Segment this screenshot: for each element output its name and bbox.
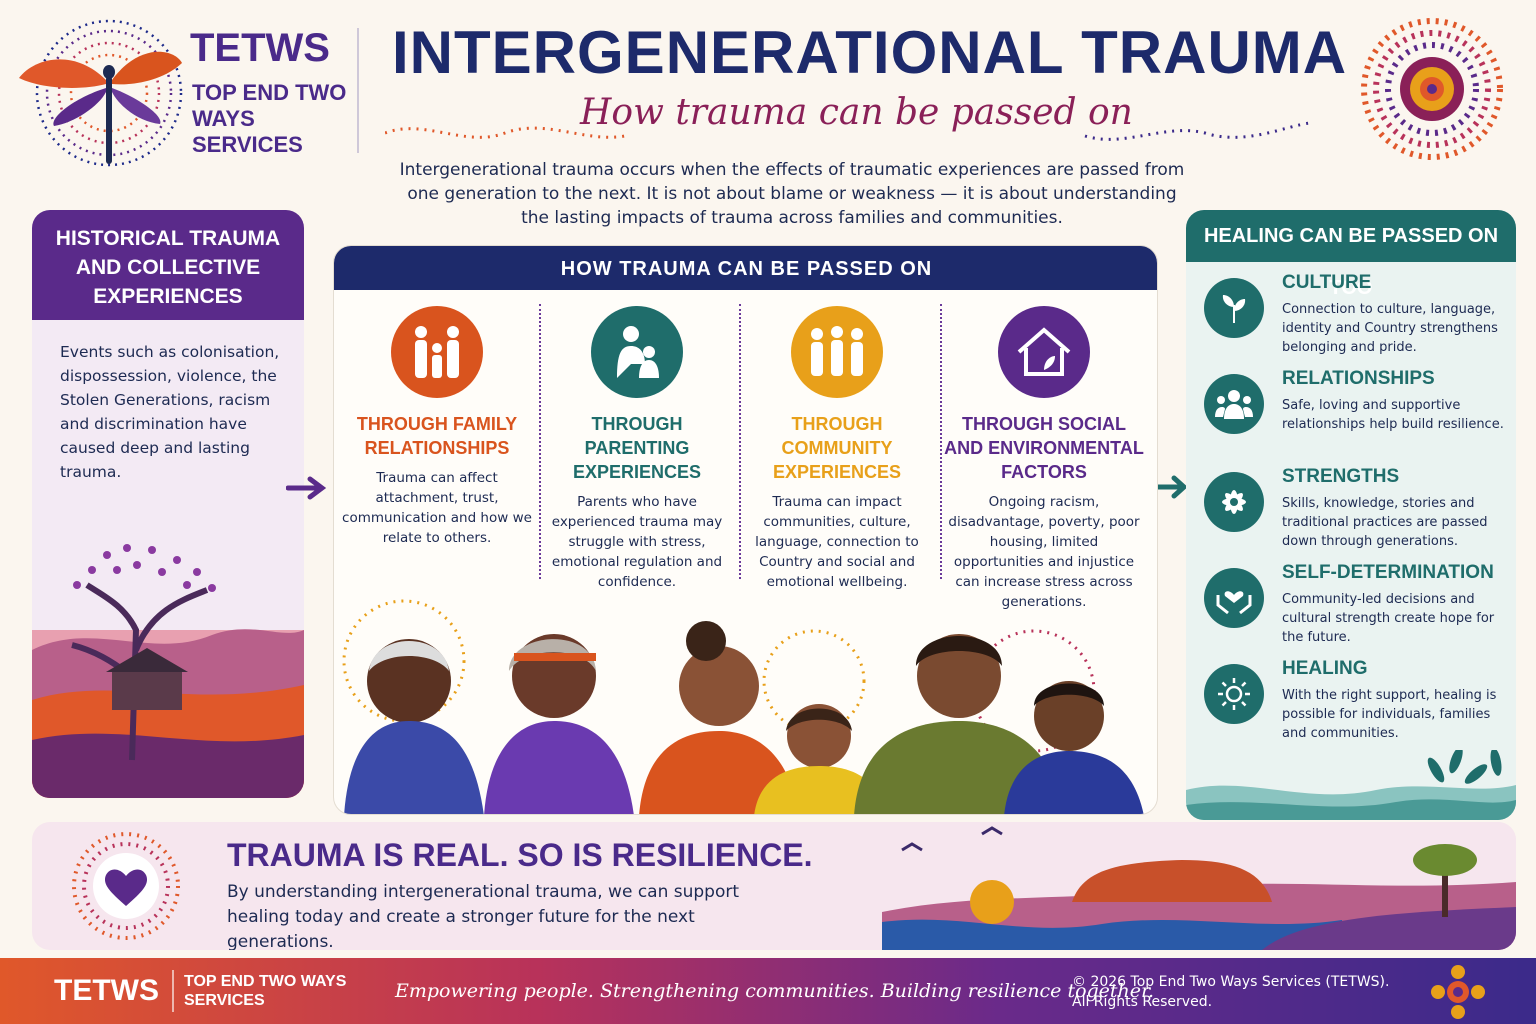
- intro-paragraph: Intergenerational trauma occurs when the…: [399, 160, 1185, 228]
- family-generations-illustration: [334, 591, 1157, 814]
- hands-heart-icon: [1204, 568, 1264, 628]
- resilience-text: By understanding intergenerational traum…: [227, 882, 740, 950]
- pathway-title: THROUGH COMMUNITY EXPERIENCES: [772, 414, 902, 482]
- footer-copyright: © 2026 Top End Two Ways Services (TETWS)…: [1072, 974, 1390, 1010]
- healing-item-strengths: STRENGTHS Skills, knowledge, stories and…: [1204, 466, 1504, 558]
- pathway-text: Ongoing racism, disadvantage, poverty, p…: [948, 494, 1140, 610]
- healing-item-healing: HEALING With the right support, healing …: [1204, 658, 1504, 750]
- pathway-title: THROUGH SOCIAL AND ENVIRONMENTAL FACTORS: [944, 414, 1144, 482]
- healing-text: Skills, knowledge, stories and tradition…: [1282, 496, 1488, 549]
- how-trauma-passed-panel: HOW TRAUMA CAN BE PASSED ON THROUGH FAMI…: [333, 245, 1158, 815]
- people-icon: [1204, 374, 1264, 434]
- healing-item-self-determination: SELF-DETERMINATION Community-led decisio…: [1204, 562, 1504, 654]
- resilience-banner: TRAUMA IS REAL. SO IS RESILIENCE. By und…: [32, 822, 1516, 950]
- dragonfly-logo-icon: [14, 18, 184, 168]
- healing-title: STRENGTHS: [1282, 466, 1400, 487]
- leaf-icon: [1204, 278, 1264, 338]
- healing-item-relationships: RELATIONSHIPS Safe, loving and supportiv…: [1204, 368, 1504, 460]
- healing-text: Safe, loving and supportive relationship…: [1282, 398, 1504, 432]
- pathway-family: THROUGH FAMILY RELATIONSHIPS Trauma can …: [342, 306, 532, 548]
- healing-title: RELATIONSHIPS: [1282, 368, 1435, 389]
- flower-icon: [1204, 472, 1264, 532]
- healing-title: SELF-DETERMINATION: [1282, 562, 1494, 583]
- header-divider: [357, 28, 359, 153]
- dotted-wave-decoration: [384, 118, 1311, 148]
- parent-child-icon: [591, 306, 683, 398]
- footer-brand-name: TETWS: [54, 974, 159, 1007]
- pathway-divider: [539, 304, 541, 579]
- community-icon: [791, 306, 883, 398]
- pathway-text: Trauma can impact communities, culture, …: [755, 494, 919, 590]
- page-subtitle: How trauma can be passed on: [580, 92, 1133, 133]
- healing-panel: HEALING CAN BE PASSED ON TOO CULTURE Con…: [1186, 210, 1516, 820]
- family-icon: [391, 306, 483, 398]
- arrow-right-icon: [285, 476, 328, 500]
- pathway-title: THROUGH FAMILY RELATIONSHIPS: [356, 414, 518, 458]
- pathway-divider: [940, 304, 942, 579]
- resilience-title: TRAUMA IS REAL. SO IS RESILIENCE.: [227, 837, 813, 873]
- footer-tagline: Empowering people. Strengthening communi…: [395, 980, 1155, 1002]
- footer: TETWS TOP END TWO WAYS SERVICES Empoweri…: [0, 958, 1536, 1024]
- pathway-divider: [739, 304, 741, 579]
- how-trauma-passed-heading: HOW TRAUMA CAN BE PASSED ON: [334, 246, 1157, 290]
- water-leaves-decoration: [1186, 746, 1516, 820]
- sun-icon: [1204, 664, 1264, 724]
- dot-flower-icon: [1428, 964, 1488, 1020]
- uluru-landscape-illustration: [882, 822, 1516, 950]
- footer-brand-full-name: TOP END TWO WAYS SERVICES: [184, 973, 347, 1009]
- historical-trauma-heading: HISTORICAL TRAUMA AND COLLECTIVE EXPERIE…: [32, 210, 304, 320]
- healing-heading: HEALING CAN BE PASSED ON TOO: [1186, 210, 1516, 299]
- healing-title: HEALING: [1282, 658, 1368, 679]
- healing-text: Connection to culture, language, identit…: [1282, 302, 1498, 355]
- pathway-social-environmental: THROUGH SOCIAL AND ENVIRONMENTAL FACTORS…: [944, 306, 1144, 612]
- healing-title: CULTURE: [1282, 272, 1372, 293]
- brand-full-name: TOP END TWO WAYS SERVICES: [192, 80, 347, 157]
- dot-mandala-icon: [1340, 14, 1520, 164]
- footer-divider: [172, 970, 174, 1012]
- pathway-title: THROUGH PARENTING EXPERIENCES: [572, 414, 702, 482]
- healing-text: With the right support, healing is possi…: [1282, 688, 1497, 741]
- page-title: INTERGENERATIONAL TRAUMA: [392, 19, 1348, 86]
- pathway-community: THROUGH COMMUNITY EXPERIENCES Trauma can…: [742, 306, 932, 592]
- pathway-text: Parents who have experienced trauma may …: [551, 494, 723, 590]
- historical-trauma-text: Events such as colonisation, dispossessi…: [60, 343, 280, 481]
- house-icon: [998, 306, 1090, 398]
- healing-item-culture: CULTURE Connection to culture, language,…: [1204, 272, 1504, 364]
- healing-text: Community-led decisions and cultural str…: [1282, 592, 1495, 645]
- heart-icon: [70, 830, 182, 942]
- pathway-text: Trauma can affect attachment, trust, com…: [342, 470, 532, 546]
- tree-landscape-illustration: [32, 510, 304, 798]
- pathway-parenting: THROUGH PARENTING EXPERIENCES Parents wh…: [542, 306, 732, 592]
- brand-name: TETWS: [190, 26, 330, 70]
- historical-trauma-panel: HISTORICAL TRAUMA AND COLLECTIVE EXPERIE…: [32, 210, 304, 798]
